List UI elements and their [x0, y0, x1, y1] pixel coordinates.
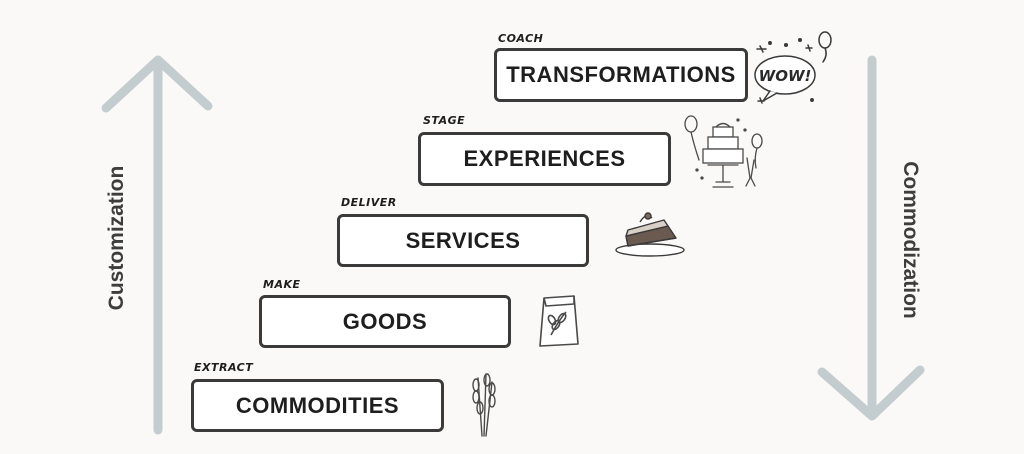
verb-stage: STAGE: [423, 114, 466, 127]
party-cake-icon: [684, 115, 763, 188]
up-arrow: [101, 55, 213, 435]
wow-bubble-icon: [754, 31, 832, 104]
step-services: SERVICES: [337, 214, 589, 267]
verb-make: MAKE: [263, 278, 301, 291]
step-transformations: TRANSFORMATIONS: [494, 48, 748, 102]
step-commodities: COMMODITIES: [191, 379, 444, 432]
verb-extract: EXTRACT: [194, 361, 254, 374]
verb-coach: COACH: [498, 32, 544, 45]
down-arrow: [817, 55, 925, 421]
wow-text: WOW!: [759, 67, 812, 85]
cake-slice-icon: [615, 212, 685, 257]
step-experiences: EXPERIENCES: [418, 132, 671, 186]
verb-deliver: DELIVER: [341, 196, 397, 209]
step-goods: GOODS: [259, 295, 511, 348]
wheat-icon: [472, 373, 496, 437]
flour-bag-icon: [539, 295, 579, 347]
